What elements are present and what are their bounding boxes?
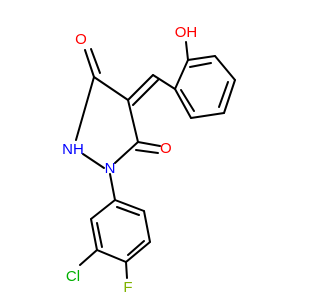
bond-ring2-f [114, 199, 145, 212]
bond-c4-methine-double [132, 79, 159, 106]
bond-ring2-cl [79, 249, 98, 266]
atom-label-f: F [123, 279, 132, 296]
bond-c3-o1 [84, 49, 95, 78]
atom-label-o-right: O [160, 140, 172, 157]
bond-ring2-inner-1 [96, 222, 103, 248]
bond-c5-o2-double [135, 149, 159, 154]
bond-ring1-inner-2 [218, 81, 229, 108]
bond-ring1-e [190, 112, 225, 119]
bond-n1-n2 [82, 153, 105, 169]
bond-ring2-e [143, 210, 151, 243]
bond-ring2-inner-2 [127, 240, 145, 256]
bond-c3-o1-double [90, 48, 101, 74]
bond-ring1-b [187, 55, 216, 61]
bond-ring2-inner-3 [116, 206, 140, 216]
bond-c5-n1 [114, 141, 139, 164]
atom-label-nh: NH [62, 141, 84, 158]
bond-n1-aryl [109, 173, 116, 201]
bonds [75, 41, 236, 279]
bond-n2-c3 [75, 76, 95, 141]
bond-ring1-oh [185, 41, 189, 61]
atom-label-n: N [105, 160, 116, 177]
atom-label-cl: Cl [66, 268, 80, 285]
bond-ring1-d [223, 79, 236, 114]
bond-ring1-f [174, 88, 192, 119]
atom-label-o-top: O [75, 31, 87, 48]
bond-ring1-inner-1 [189, 62, 212, 68]
bond-c3-c4 [93, 76, 129, 101]
bond-c4-c5 [127, 99, 139, 143]
bond-ring2-c [96, 249, 127, 263]
bond-c4-methine [127, 74, 154, 101]
bond-methine-aryl [152, 74, 176, 90]
bond-ring2-f [125, 261, 128, 279]
bond-ring2-a [90, 199, 116, 220]
bond-c5-o2 [137, 141, 161, 147]
atom-label-oh: OH [175, 24, 198, 41]
bond-ring1-a [174, 59, 189, 90]
bond-ring2-d [125, 241, 151, 263]
molecule-structure-diagram: OH O O NH N Cl F [62, 24, 236, 296]
bond-ring1-c [214, 55, 236, 81]
atom-labels: OH O O NH N Cl F [62, 24, 197, 296]
bond-ring1-inner-3 [180, 89, 195, 112]
bond-ring2-b [90, 218, 98, 251]
